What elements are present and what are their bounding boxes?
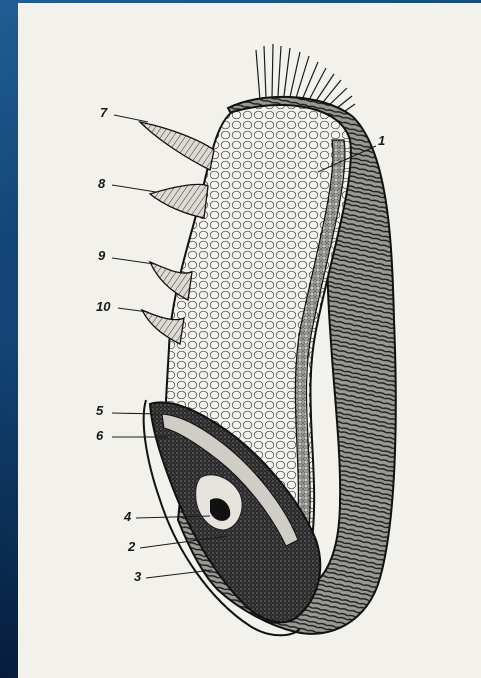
bristle-8 xyxy=(150,184,208,218)
bristle-7 xyxy=(140,122,214,170)
label-10: 10 xyxy=(96,300,110,314)
label-5: 5 xyxy=(96,404,103,418)
label-1: 1 xyxy=(378,134,385,148)
label-2: 2 xyxy=(128,540,135,554)
label-4: 4 xyxy=(124,510,131,524)
label-9: 9 xyxy=(98,249,105,263)
label-7: 7 xyxy=(100,106,107,120)
label-6: 6 xyxy=(96,429,103,443)
label-8: 8 xyxy=(98,177,105,191)
label-3: 3 xyxy=(134,570,141,584)
